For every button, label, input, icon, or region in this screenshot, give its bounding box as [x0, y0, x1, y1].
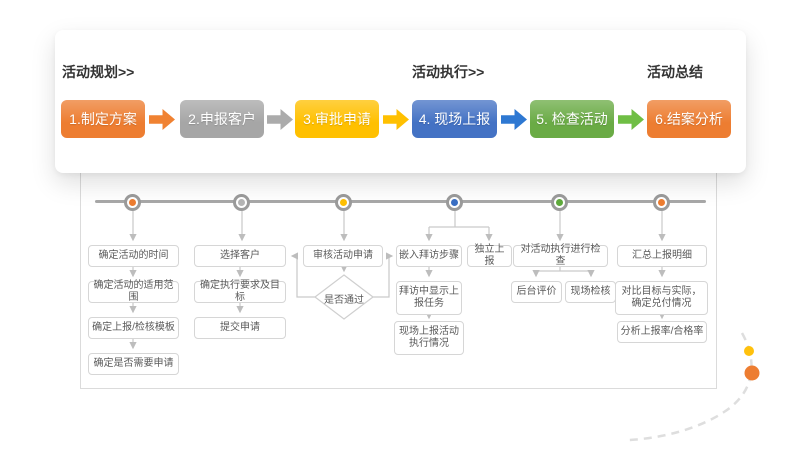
detail-box: 确定是否需要申请 [88, 353, 179, 375]
detail-box: 分析上报率/合格率 [617, 321, 707, 343]
detail-box: 嵌入拜访步骤 [396, 245, 462, 267]
detail-box: 审核活动申请 [303, 245, 383, 267]
decor-dot-yellow [744, 346, 754, 356]
node-dot [451, 199, 458, 206]
detail-box: 后台评价 [511, 281, 562, 303]
node-dot [340, 199, 347, 206]
step-box-3: 3.审批申请 [295, 100, 379, 138]
decor-dot-orange [744, 365, 760, 381]
detail-box: 确定上报/检核模板 [88, 317, 179, 339]
detail-box: 独立上报 [467, 244, 512, 267]
step-arrow-icon [267, 109, 293, 130]
timeline-node-1 [124, 194, 141, 211]
timeline-node-2 [233, 194, 250, 211]
node-dot [238, 199, 245, 206]
node-dot [129, 199, 136, 206]
decision-label: 是否通过 [324, 295, 364, 306]
detail-box: 选择客户 [194, 245, 286, 267]
step-arrow-icon [501, 109, 527, 130]
step-box-4: 4. 现场上报 [412, 100, 497, 138]
detail-box: 现场上报活动执行情况 [394, 321, 464, 355]
detail-box: 确定活动的适用范围 [88, 280, 179, 303]
step-box-2: 2.申报客户 [180, 100, 264, 138]
phase-label-summary: 活动总结 [647, 64, 703, 80]
detail-box: 对活动执行进行检查 [513, 244, 608, 267]
phase-label-execution: 活动执行>> [412, 64, 485, 80]
step-arrow-icon [618, 109, 644, 130]
detail-box: 提交申请 [194, 317, 286, 339]
node-dot [556, 199, 563, 206]
process-steps-card: 活动规划>> 活动执行>> 活动总结 1.制定方案 2.申报客户 3.审批申请 … [55, 30, 746, 173]
step-arrow-icon [383, 109, 409, 130]
detail-box: 汇总上报明细 [617, 245, 707, 267]
timeline-node-4 [446, 194, 463, 211]
detail-box: 确定活动的时间 [88, 245, 179, 267]
detail-box: 对比目标与实际，确定兑付情况 [615, 281, 708, 315]
phase-label-planning: 活动规划>> [62, 64, 135, 80]
detail-box: 确定执行要求及目标 [194, 280, 286, 303]
detail-box: 拜访中显示上报任务 [396, 281, 462, 315]
node-dot [658, 199, 665, 206]
step-box-5: 5. 检查活动 [530, 100, 614, 138]
timeline-node-6 [653, 194, 670, 211]
step-box-1: 1.制定方案 [61, 100, 145, 138]
step-box-6: 6.结案分析 [647, 100, 731, 138]
step-arrow-icon [149, 109, 175, 130]
detail-box: 现场检核 [565, 281, 616, 303]
timeline-node-5 [551, 194, 568, 211]
timeline-line [95, 200, 706, 203]
timeline-node-3 [335, 194, 352, 211]
